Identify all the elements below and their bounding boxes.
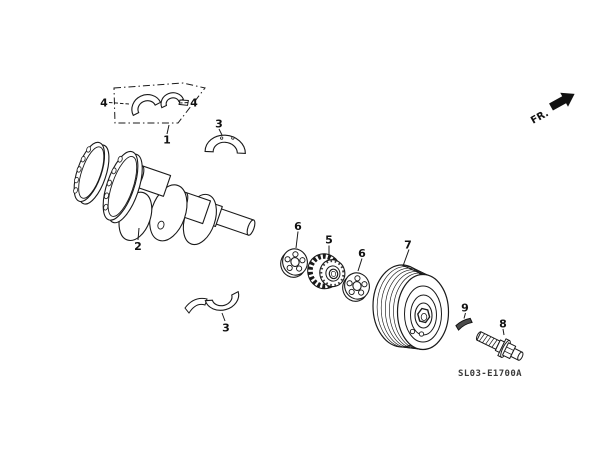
leader-line xyxy=(108,102,130,105)
callout-2: 2 xyxy=(134,240,142,253)
callout-6-right: 6 xyxy=(358,247,366,260)
guide-plate-left-drawing xyxy=(276,245,312,282)
upper-bearing-drawing xyxy=(204,134,246,155)
pulley-bolt-hole xyxy=(418,331,425,337)
crankshaft-drawing xyxy=(73,141,256,246)
main-bearing-half-left xyxy=(131,94,162,117)
callout-3-lower: 3 xyxy=(222,322,230,335)
diagram-code: SL03-E1700A xyxy=(458,369,522,379)
front-arrow-icon xyxy=(549,92,575,111)
callout-6-left: 6 xyxy=(294,220,302,233)
crank-pulley-drawing xyxy=(372,264,450,351)
callout-9: 9 xyxy=(461,302,469,315)
pulley-bolt-hole xyxy=(409,328,416,335)
leader-line xyxy=(221,312,226,322)
callout-3-upper: 3 xyxy=(215,118,223,131)
key-drawing xyxy=(455,317,473,331)
leader-line xyxy=(137,227,140,241)
lower-bearing-drawing xyxy=(184,290,240,314)
main-bearing-half-right xyxy=(160,92,189,109)
callout-1: 1 xyxy=(163,134,171,147)
bearing-set-dashdot-box xyxy=(113,82,206,124)
leader-line xyxy=(502,328,505,336)
leader-line xyxy=(463,312,466,319)
leader-line xyxy=(218,128,223,136)
callout-5: 5 xyxy=(325,234,333,247)
leader-line xyxy=(166,124,170,135)
lower-bearing-side-shell xyxy=(184,297,208,314)
bolt-drawing xyxy=(475,331,524,361)
disc-2-rim-holes xyxy=(103,155,123,211)
callout-4-left: 4 xyxy=(100,97,108,110)
callout-7: 7 xyxy=(404,239,412,252)
leader-line xyxy=(178,102,190,104)
leader-line xyxy=(295,231,299,249)
disc-1-rim-holes xyxy=(73,146,92,194)
callout-leader-lines xyxy=(108,102,505,336)
leader-line xyxy=(357,258,363,272)
front-label: FR. xyxy=(529,108,551,127)
crank-web-disc-2 xyxy=(102,150,143,224)
crank-web-disc-1 xyxy=(73,141,110,205)
main-bearing-set-group xyxy=(113,82,206,124)
front-direction-marker: FR. xyxy=(529,92,575,127)
leader-line xyxy=(402,249,410,267)
callout-4-right: 4 xyxy=(190,97,198,110)
callout-8: 8 xyxy=(499,318,507,331)
timing-sprocket-drawing xyxy=(307,253,346,290)
